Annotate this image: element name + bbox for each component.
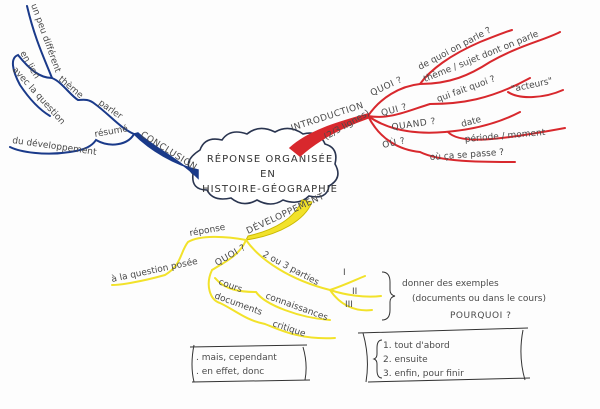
note-ordre-3: 3. enfin, pour finir [383, 369, 464, 379]
intro-qui: QUI ? [380, 102, 408, 119]
intro-acteurs: "acteurs" [511, 76, 554, 94]
introduction-branch [288, 29, 566, 163]
dev-part-2: II [352, 287, 357, 297]
center-title-line2: EN [260, 169, 276, 180]
intro-quoi: QUOI ? [369, 75, 404, 98]
conclusion-resume: résumé [94, 123, 130, 140]
note-connecteurs-1: . mais, cependant [196, 353, 277, 363]
intro-periode: période / moment [464, 127, 546, 145]
intro-quand: QUAND ? [391, 117, 437, 133]
conclusion-label: CONCLUSION [138, 130, 198, 173]
note-ordre-1: 1. tout d'abord [383, 341, 450, 351]
conclusion-branch [9, 5, 199, 180]
dev-critique: critique [271, 319, 307, 339]
conclusion-parler: parler [96, 98, 124, 122]
dev-part-1: I [343, 268, 346, 278]
connecteurs-box: . mais, cependant . en effet, donc [189, 344, 311, 383]
center-title-line3: HISTOIRE-GÉOGRAPHIE [202, 182, 338, 195]
conclusion-theme: thème [56, 74, 86, 101]
note-exemples-detail: (documents ou dans le cours) [412, 294, 546, 304]
dev-quoi: QUOI ? [214, 243, 248, 269]
center-title-line1: RÉPONSE ORGANISÉE [207, 152, 333, 165]
note-exemples: donner des exemples [402, 279, 499, 289]
dev-part-3: III [345, 300, 353, 310]
dev-parties: 2 ou 3 parties [261, 250, 321, 288]
brace-icon [381, 271, 396, 321]
note-ordre-2: 2. ensuite [383, 355, 428, 365]
dev-question-posee: à la question posée [110, 256, 199, 285]
ordre-box: 1. tout d'abord 2. ensuite 3. enfin, pou… [357, 327, 531, 383]
developpement-branch [111, 199, 382, 340]
note-connecteurs-2: . en effet, donc [196, 367, 264, 377]
note-pourquoi: POURQUOI ? [450, 311, 511, 321]
